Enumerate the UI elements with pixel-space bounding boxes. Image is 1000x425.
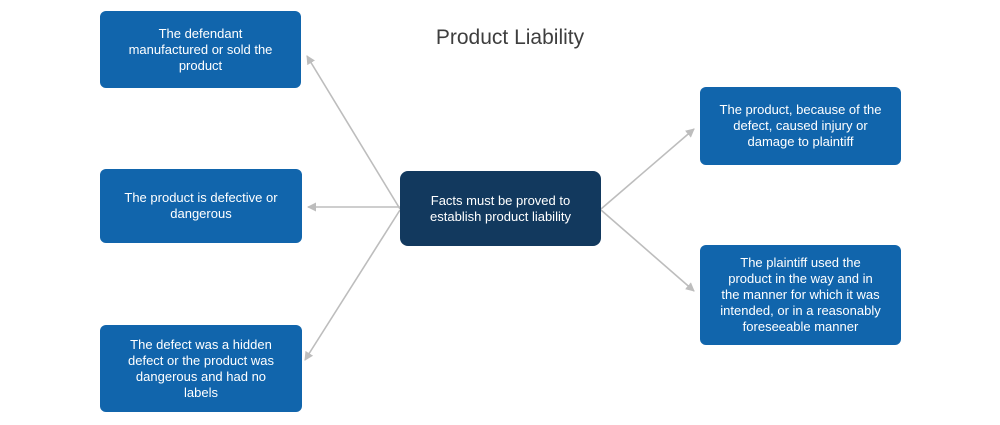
node-facts-must-be-proved: Facts must be proved to establish produc… bbox=[400, 171, 601, 246]
node-hidden-defect: The defect was a hidden defect or the pr… bbox=[100, 325, 302, 412]
node-injury-damage: The product, because of the defect, caus… bbox=[700, 87, 901, 165]
arrow-center-to-hidden-defect bbox=[304, 209, 401, 361]
node-product-defective: The product is defective or dangerous bbox=[100, 169, 302, 243]
node-defendant-manufactured: The defendant manufactured or sold the p… bbox=[100, 11, 301, 88]
node-plaintiff-used-product: The plaintiff used the product in the wa… bbox=[700, 245, 901, 345]
arrow-center-to-plaintiff-use bbox=[600, 209, 695, 292]
arrow-center-to-defendant bbox=[306, 55, 401, 210]
arrow-center-to-injury bbox=[600, 128, 695, 210]
diagram-title: Product Liability bbox=[435, 26, 585, 49]
